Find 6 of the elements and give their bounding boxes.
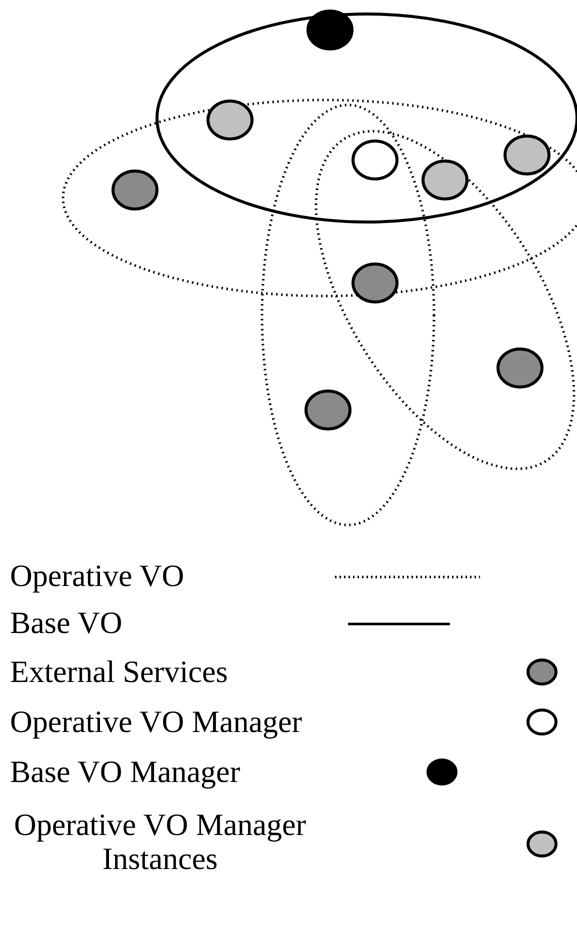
legend-label: Operative VO <box>10 560 184 591</box>
legend-label: Base VO <box>10 607 122 638</box>
legend-label: Operative VO Manager <box>10 706 302 737</box>
legend-label: External Services <box>10 656 228 687</box>
legend-label: Operative VO Manager Instances <box>12 808 308 876</box>
legend-label: Base VO Manager <box>10 756 240 787</box>
